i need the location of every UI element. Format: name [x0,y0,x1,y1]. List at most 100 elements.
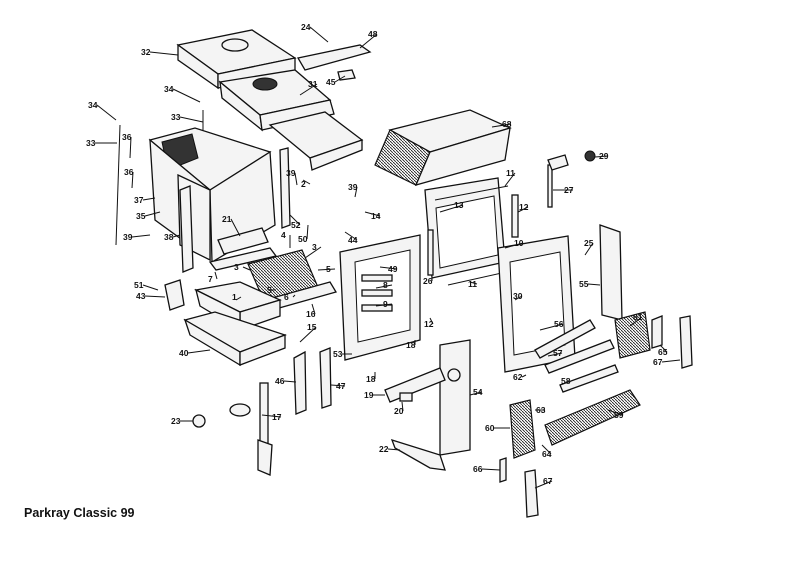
part-label-34: 34 [164,84,174,94]
bracket-47 [319,347,332,409]
part-label-37: 37 [134,195,144,205]
part-label-24: 24 [301,22,311,32]
part-label-29: 29 [599,151,609,161]
leader-line-24 [309,26,329,43]
leader-line-16 [311,303,316,315]
part-label-56: 56 [554,319,564,329]
plate-58 [559,364,619,393]
leader-line-13 [439,204,464,213]
leader-line-1 [235,296,242,301]
part-label-60: 60 [485,423,495,433]
part-label-39: 39 [286,168,296,178]
leader-line-36 [131,171,134,189]
poker-22 [390,438,446,471]
leader-line-12 [429,317,434,325]
part-label-59: 59 [614,410,624,420]
part-label-8: 8 [383,280,388,290]
rod-33 [115,124,121,246]
ash-lip-59 [544,389,641,446]
part-label-27: 27 [564,185,574,195]
leader-line-6 [292,294,296,298]
part-label-4: 4 [281,230,286,240]
part-label-64: 64 [542,449,552,459]
part-label-67: 67 [653,357,663,367]
part-label-61: 61 [633,312,643,322]
base-40 [183,311,287,367]
part-label-68: 68 [502,119,512,129]
part-label-17: 17 [272,412,282,422]
grate-bars [208,247,337,311]
leader-line-56 [539,323,564,331]
leader-line-52 [289,214,301,226]
bracket-48 [296,44,372,71]
part-label-3: 3 [312,242,317,252]
leg-67b [524,469,539,518]
grommet-23 [192,414,206,428]
leader-line-14 [364,211,381,217]
seal-12b [427,229,434,276]
part-label-10: 10 [514,238,524,248]
part-label-62: 62 [513,372,523,382]
part-label-2: 2 [301,179,306,189]
part-label-21: 21 [222,214,232,224]
part-label-16: 16 [306,309,316,319]
leader-line-17 [261,414,282,418]
leader-line-21 [230,218,241,237]
leader-line-31 [299,83,318,96]
leader-line-39 [131,234,151,238]
part-label-22: 22 [379,444,389,454]
leader-line-64 [541,444,552,455]
part-label-15: 15 [307,322,317,332]
leader-line-68 [491,123,512,128]
part-label-13: 13 [454,200,464,210]
diagram-title: Parkray Classic 99 [24,506,135,520]
leader-line-46 [283,380,297,383]
leader-line-37 [142,197,156,201]
leader-line-9 [375,303,393,307]
part-label-38: 38 [164,232,174,242]
side-rail-38 [179,185,194,273]
part-label-47: 47 [336,381,346,391]
leader-line-34 [96,104,117,121]
part-label-5: 5 [326,264,331,274]
leader-line-12 [517,206,529,213]
end-bracket-61 [614,311,651,359]
leg-67a [679,315,693,369]
part-label-33: 33 [86,138,96,148]
leader-line-43 [144,295,166,298]
leader-line-47 [330,384,346,387]
part-label-3: 3 [234,262,239,272]
part-label-14: 14 [371,211,381,221]
leader-line-39 [294,172,298,186]
part-label-31: 31 [308,79,318,89]
side-plate-hole [447,368,461,382]
leader-line-66 [481,468,501,471]
flue-collar-31 [218,69,335,132]
part-label-58: 58 [561,376,571,386]
leader-line-58 [559,380,571,386]
leader-line-11 [469,281,478,285]
knob-29 [584,150,596,162]
thermostat-17 [229,382,273,476]
part-label-19: 19 [364,390,374,400]
canopy-68 [374,109,512,186]
bracket-66 [499,457,507,483]
leader-line-65 [659,344,668,353]
part-label-18: 18 [366,374,376,384]
part-label-1: 1 [232,292,237,302]
part-label-53: 53 [333,349,343,359]
baffle-2 [268,111,364,171]
part-label-39: 39 [348,182,358,192]
part-label-48: 48 [368,29,378,39]
part-label-12: 12 [424,319,434,329]
leader-line-11 [504,172,516,187]
part-label-50: 50 [298,234,308,244]
throat-plate-21 [217,227,269,255]
leader-line-36 [129,136,132,159]
leader-line-35 [144,211,161,217]
part-label-46: 46 [275,376,285,386]
part-label-34: 34 [88,100,98,110]
leader-line-3 [304,246,322,259]
part-label-11: 11 [468,279,477,289]
